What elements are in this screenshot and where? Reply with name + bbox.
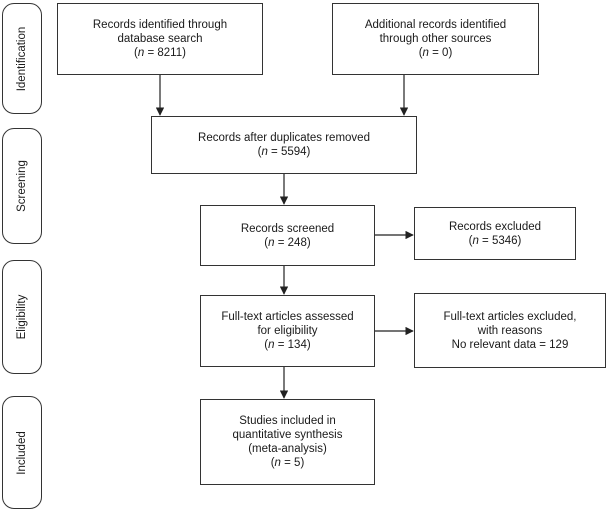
- box-text: Full-text articles assessed: [221, 311, 354, 323]
- box-count: (n = 134): [264, 339, 311, 351]
- box-text: through other sources: [379, 33, 492, 45]
- box-count: (n = 0): [418, 47, 453, 59]
- phase-eligibility: Eligibility: [2, 260, 42, 374]
- full-text-excluded-box: Full-text articles excluded, with reason…: [414, 293, 606, 368]
- database-records-box: Records identified through database sear…: [57, 3, 263, 75]
- box-text: Studies included in: [239, 415, 336, 427]
- phase-included: Included: [2, 396, 42, 509]
- box-text: Records screened: [240, 222, 335, 235]
- box-count: (n = 5): [270, 457, 305, 469]
- box-text: Additional records identified: [364, 19, 507, 31]
- full-text-assessed-box: Full-text articles assessed for eligibil…: [200, 295, 375, 367]
- box-count: (n = 8211): [134, 47, 186, 59]
- phase-identification: Identification: [2, 3, 42, 114]
- box-text: Full-text articles excluded,: [443, 310, 577, 323]
- box-count: (n = 5594): [257, 146, 311, 158]
- box-text: No relevant data = 129: [451, 338, 569, 351]
- phase-screening: Screening: [2, 128, 42, 244]
- box-text: Records after duplicates removed: [198, 132, 370, 144]
- box-text: database search: [117, 33, 203, 45]
- box-text: Records excluded: [448, 220, 542, 233]
- records-screened-box: Records screened (n = 248): [200, 205, 375, 266]
- box-text: with reasons: [477, 324, 543, 337]
- other-sources-box: Additional records identified through ot…: [332, 3, 539, 75]
- records-excluded-box: Records excluded (n = 5346): [414, 207, 576, 260]
- box-count: (n = 248): [264, 236, 311, 249]
- box-text: quantitative synthesis: [232, 429, 343, 441]
- duplicates-removed-box: Records after duplicates removed (n = 55…: [151, 116, 417, 174]
- box-text: for eligibility: [257, 325, 318, 337]
- box-text: Records identified through: [92, 19, 228, 31]
- studies-included-box: Studies included in quantitative synthes…: [200, 399, 375, 485]
- box-count: (n = 5346): [468, 234, 522, 247]
- box-text: (meta-analysis): [248, 443, 327, 455]
